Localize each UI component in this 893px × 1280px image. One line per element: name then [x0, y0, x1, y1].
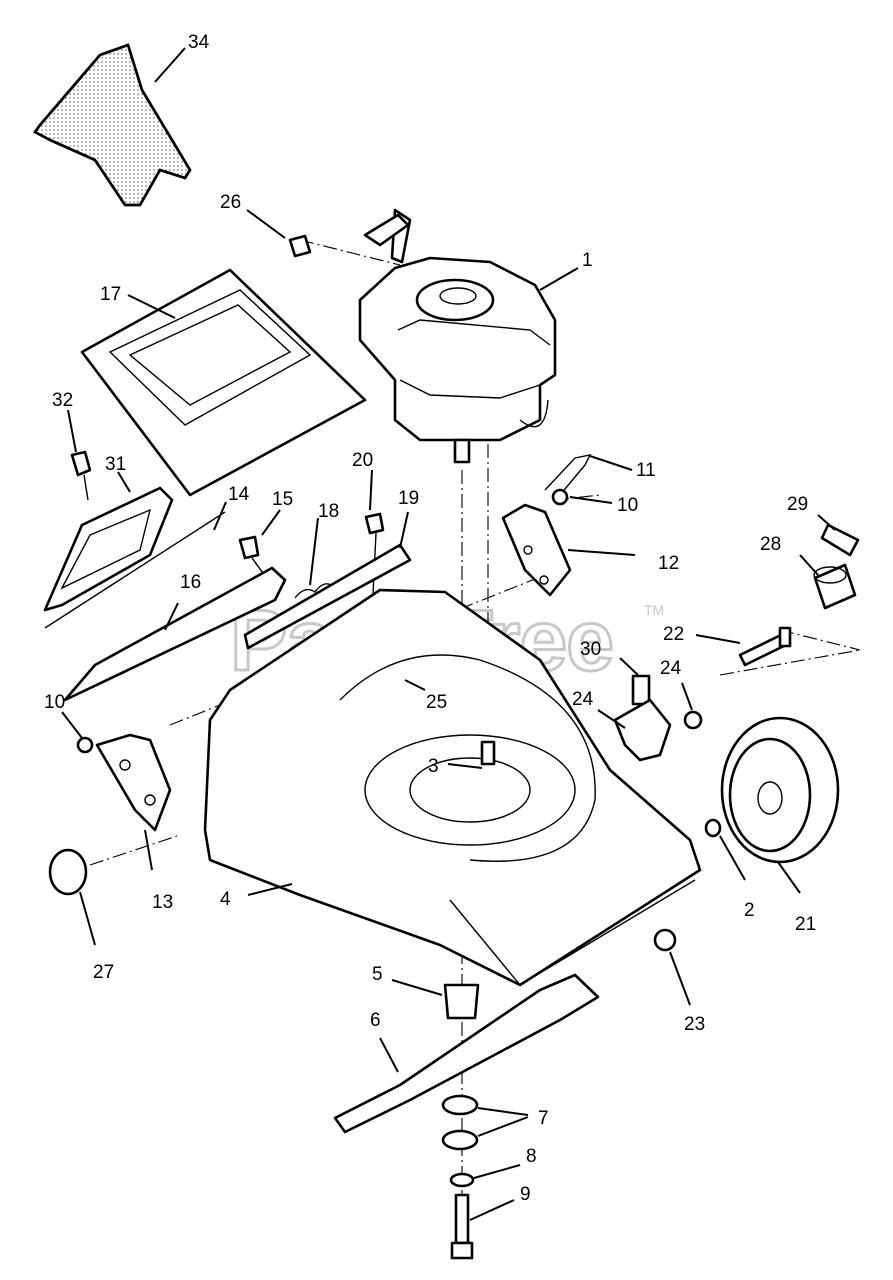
callout-19: 19 — [398, 488, 419, 509]
nut-23-part[interactable] — [653, 928, 677, 952]
left-bracket-part[interactable] — [95, 733, 172, 832]
callout-34: 34 — [188, 32, 210, 53]
screw-15-part[interactable] — [238, 535, 269, 581]
discharge-door-part[interactable] — [43, 486, 174, 612]
callout-23: 23 — [684, 1014, 705, 1035]
callout-9: 9 — [520, 1184, 531, 1205]
mower-deck-part[interactable] — [203, 588, 702, 987]
callout-13: 13 — [152, 892, 173, 913]
callout-27: 27 — [93, 962, 114, 983]
hinge-rod-part[interactable] — [44, 511, 226, 629]
callout-11: 11 — [636, 460, 656, 481]
callout-7: 7 — [538, 1108, 549, 1129]
callout-24-right: 24 — [660, 658, 682, 679]
rear-cover-part[interactable] — [80, 268, 367, 497]
mulch-plate-part[interactable] — [63, 566, 287, 702]
callout-12: 12 — [658, 553, 679, 574]
callout-4: 4 — [220, 889, 231, 910]
callout-18: 18 — [318, 501, 339, 522]
wheel-part[interactable] — [720, 716, 840, 864]
right-bracket-part[interactable] — [501, 503, 572, 597]
screw-32-part[interactable] — [70, 450, 92, 501]
callout-5: 5 — [372, 964, 383, 985]
clip-part[interactable] — [544, 454, 592, 496]
callout-3: 3 — [428, 756, 439, 777]
callout-17: 17 — [100, 284, 121, 305]
nut-24-part[interactable] — [683, 710, 703, 730]
stud-part[interactable] — [480, 740, 496, 766]
grass-bag-part[interactable] — [33, 43, 192, 207]
hub-part[interactable] — [813, 563, 857, 610]
callout-25: 25 — [426, 692, 447, 713]
callout-31: 31 — [105, 454, 126, 475]
blade-part[interactable] — [333, 973, 600, 1134]
callout-32: 32 — [52, 390, 73, 411]
callout-10-left: 10 — [44, 692, 65, 713]
leader-lines — [61, 47, 836, 1221]
bushing-part[interactable] — [288, 234, 312, 258]
washer-2-part[interactable] — [704, 818, 722, 838]
callout-30: 30 — [580, 639, 601, 660]
callout-20: 20 — [352, 450, 373, 471]
wheel-cap-part[interactable] — [48, 848, 88, 896]
callout-22: 22 — [663, 624, 684, 645]
callout-24-left: 24 — [572, 689, 594, 710]
height-adjuster-part[interactable] — [613, 698, 672, 762]
callout-10-top: 10 — [617, 495, 638, 516]
callout-14: 14 — [228, 484, 250, 505]
bolt-22-part[interactable] — [738, 626, 792, 667]
watermark-trademark: TM — [644, 602, 664, 618]
callout-26: 26 — [220, 192, 241, 213]
callout-2: 2 — [744, 900, 755, 921]
cap-part[interactable] — [820, 523, 860, 557]
blade-bolt-part[interactable] — [450, 1193, 474, 1260]
callout-labels: 34 26 1 17 32 31 14 15 18 20 19 11 10 12… — [44, 32, 816, 1205]
callout-8: 8 — [526, 1146, 537, 1167]
callout-29: 29 — [787, 494, 808, 515]
callout-15: 15 — [272, 489, 293, 510]
callout-1: 1 — [582, 250, 593, 271]
washer-7-part[interactable] — [441, 1094, 479, 1151]
callout-16: 16 — [180, 572, 201, 593]
height-tab-part[interactable] — [631, 674, 651, 706]
nut-10b-part[interactable] — [76, 736, 94, 754]
engine-part[interactable] — [358, 208, 557, 464]
callout-6: 6 — [370, 1010, 381, 1031]
callout-21: 21 — [795, 914, 816, 935]
callout-28: 28 — [760, 534, 781, 555]
blade-adapter-part[interactable] — [443, 983, 480, 1020]
lock-washer-part[interactable] — [449, 1172, 475, 1188]
nut-10a-part[interactable] — [551, 488, 569, 506]
